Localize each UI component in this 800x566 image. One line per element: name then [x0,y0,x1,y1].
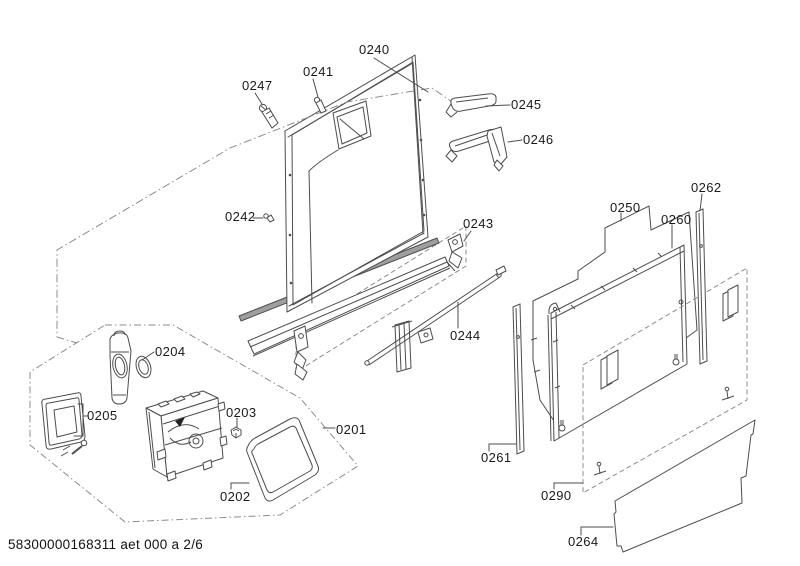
rails-dashed-box [295,225,467,373]
part-0290-panel-outline [582,267,748,494]
screw-0241-icon [313,96,327,114]
part-0244-rod [364,265,507,373]
part-0204-funnel [109,330,132,405]
part-0205-access-panel [41,392,86,450]
screw-0242-icon [263,213,275,223]
part-0290-mounting-hardware [593,284,739,476]
screw-0247-icon [258,103,279,129]
screw-0205-icon [60,439,88,457]
construction-line [56,87,456,344]
hinge-bracket-left [293,325,309,381]
assembly-0201-outline [29,324,359,523]
part-dispenser-assembly [145,390,228,482]
part-0202-door-seal [246,417,320,502]
part-0203-clip [230,426,242,439]
part-0261-side-strip [512,303,525,455]
part-0204-gasket-ring [135,355,152,379]
indicator-arrow [175,417,185,427]
leader-lines [73,57,703,536]
footer-part-number: 58300000168311 aet 000 a 2/6 [8,537,204,552]
part-0264-bottom-panel [613,419,756,553]
part-0260-outer-door-panel [412,0,688,442]
part-0262-side-strip [695,208,708,365]
hinge-bracket-right [446,233,464,272]
part-0245-latch [445,93,497,118]
part-0246-lock [445,126,508,172]
part-0240-inner-door-panel [284,54,429,313]
